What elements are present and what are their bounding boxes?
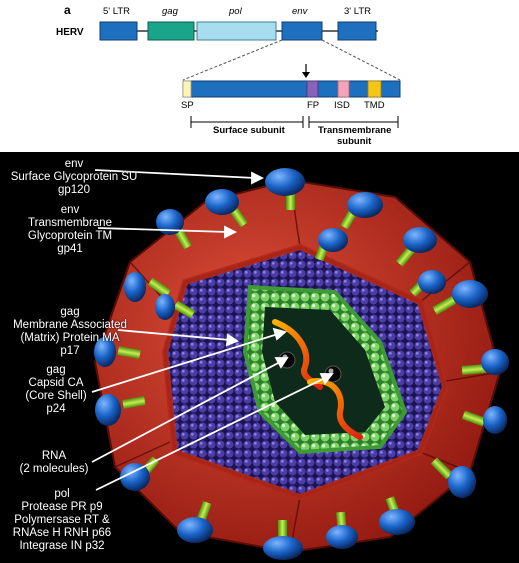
spike xyxy=(395,227,437,267)
pol-label: pol xyxy=(228,6,243,17)
transmembrane-subunit-label-1: Transmembrane xyxy=(318,125,391,136)
ltr5-label: 5' LTR xyxy=(103,6,130,17)
spike xyxy=(265,168,305,210)
pointer-su xyxy=(94,169,256,179)
spike xyxy=(263,520,303,560)
label-env-su: env Surface Glycoprotein SU gp120 xyxy=(10,158,138,196)
label-gag-ca: gag Capsid CA (Core Shell) p24 xyxy=(25,364,87,415)
spike xyxy=(461,406,507,434)
panel-letter: a xyxy=(64,3,71,17)
spike xyxy=(94,337,141,367)
label-pol: pol Protease PR p9 Polymersase RT & RNAs… xyxy=(12,488,112,552)
hiv-virion-panel: env Surface Glycoprotein SU gp120 env Tr… xyxy=(0,152,519,563)
fp-label: FP xyxy=(307,100,319,111)
gag-label: gag xyxy=(162,6,179,17)
herv-label: HERV xyxy=(56,27,84,38)
virion-illustration xyxy=(91,168,509,560)
ltr3-label: 3' LTR xyxy=(344,6,371,17)
pointer-rna xyxy=(91,361,281,463)
surface-subunit-label: Surface subunit xyxy=(213,125,286,136)
sp-segment xyxy=(182,80,192,98)
env-expanded-box xyxy=(182,80,401,98)
spike xyxy=(155,294,196,320)
pointer-ca xyxy=(91,333,279,393)
glycoprotein-spikes xyxy=(94,168,509,560)
spike xyxy=(432,280,488,315)
envelope-rim xyxy=(161,243,449,501)
label-gag-ma: gag Membrane Associated (Matrix) Protein… xyxy=(13,306,127,357)
spike xyxy=(95,394,146,426)
env-box xyxy=(281,21,323,41)
spike xyxy=(205,189,248,228)
gag-box xyxy=(147,21,195,41)
cleavage-arrow-head xyxy=(302,72,310,78)
tmd-segment xyxy=(367,80,382,98)
spike xyxy=(461,349,509,376)
expand-line-right xyxy=(321,39,401,81)
ltr5-box xyxy=(99,21,138,41)
pointer-pol xyxy=(95,377,326,491)
capsid-interior xyxy=(262,307,385,435)
spike xyxy=(379,496,415,535)
pointer-ma xyxy=(117,329,231,341)
isd-label: ISD xyxy=(334,100,350,111)
herv-genome-panel: a HERV 5' LTR gag pol env 3' LTR SP FP I… xyxy=(0,0,519,152)
spike xyxy=(124,272,171,302)
env-label: env xyxy=(292,6,309,17)
tmd-label: TMD xyxy=(364,100,385,111)
spike xyxy=(409,270,446,297)
sp-label: SP xyxy=(181,100,194,111)
label-env-tm: env Transmembrane Glycoprotein TM gp41 xyxy=(27,204,113,255)
spike xyxy=(326,511,358,549)
label-rna: RNA (2 molecules) xyxy=(19,450,89,475)
fp-segment xyxy=(306,80,319,98)
isd-segment xyxy=(337,80,350,98)
spike xyxy=(430,457,476,498)
spike xyxy=(177,500,213,543)
pointer-tm xyxy=(97,227,229,233)
pol-box xyxy=(196,21,277,41)
spike xyxy=(314,228,348,262)
expand-line-left xyxy=(182,39,283,81)
genome-schematic: a HERV 5' LTR gag pol env 3' LTR SP FP I… xyxy=(56,3,401,147)
ltr3-box xyxy=(337,21,377,41)
transmembrane-subunit-label-2: subunit xyxy=(337,136,372,147)
label-pointers xyxy=(91,169,334,491)
spike xyxy=(340,192,383,230)
spike xyxy=(156,209,192,250)
